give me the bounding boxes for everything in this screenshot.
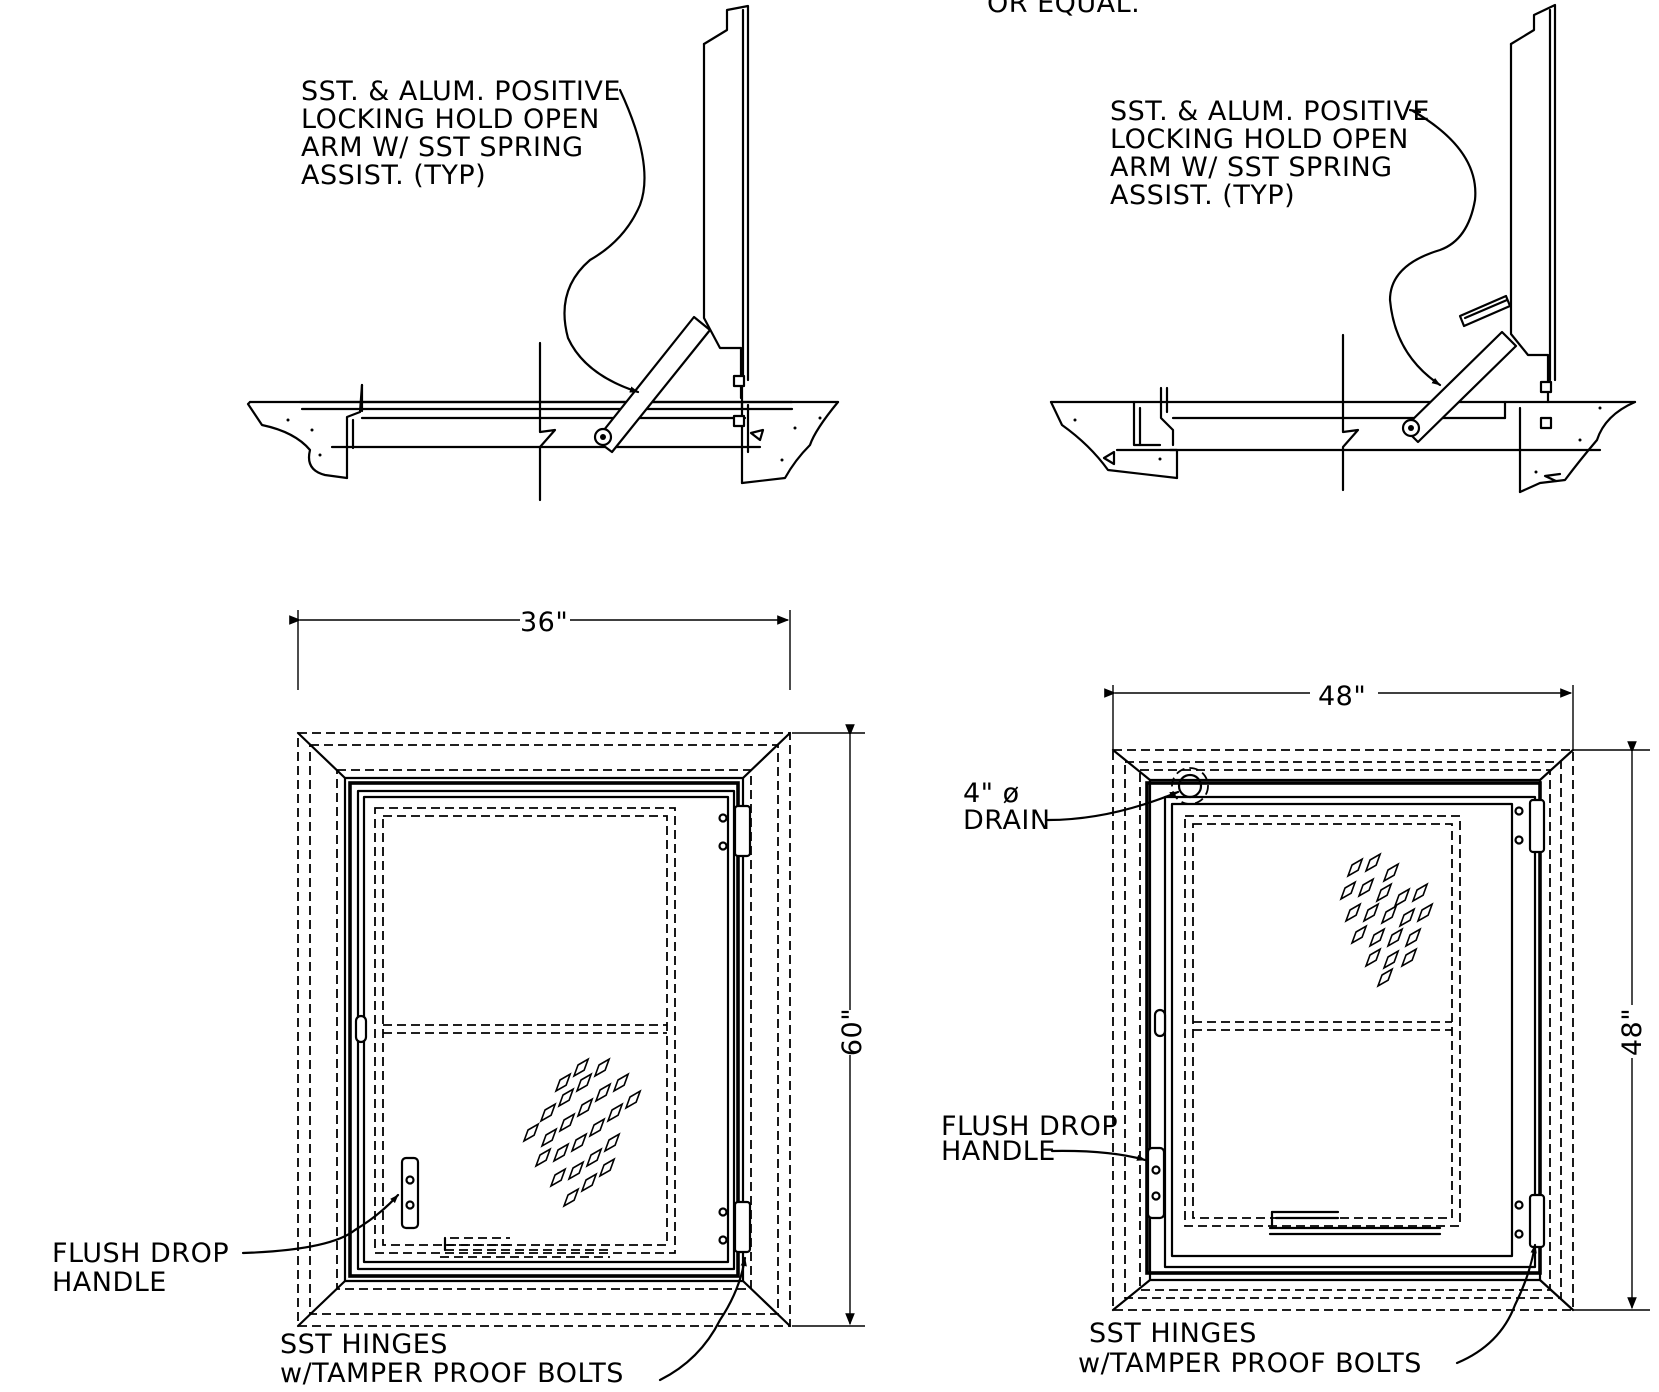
- handle-note-right-line1: FLUSH DROP: [941, 1111, 1118, 1142]
- handle-note-left: FLUSH DROP HANDLE: [52, 1238, 229, 1298]
- handle-note-right-line2: HANDLE: [941, 1136, 1056, 1167]
- drain-note-line2: DRAIN: [963, 805, 1051, 836]
- drain-note-line1: 4" ø: [963, 778, 1020, 809]
- section-view-left: [246, 4, 840, 502]
- hinge-note-left-line2: w/TAMPER PROOF BOLTS: [280, 1358, 624, 1389]
- plan-view-left: 36" 60": [241, 607, 868, 1382]
- handle-note-left-line2: HANDLE: [52, 1267, 167, 1298]
- hinge-note-left-line1: SST HINGES: [280, 1329, 448, 1360]
- note-or-equal: OR EQUAL.: [987, 0, 1140, 19]
- diamond-plate-pattern: [1337, 850, 1436, 990]
- handle-note-right: FLUSH DROP HANDLE: [941, 1111, 1118, 1167]
- handle-note-left-line1: FLUSH DROP: [52, 1238, 229, 1269]
- dim-width-right: 48": [1318, 681, 1366, 712]
- arm-note-left-line3: ARM W/ SST SPRING: [301, 132, 584, 163]
- section-view-right: [1049, 3, 1637, 494]
- drain-note: 4" ø DRAIN: [963, 778, 1051, 836]
- arm-note-right: SST. & ALUM. POSITIVE LOCKING HOLD OPEN …: [1110, 96, 1430, 211]
- arm-note-right-line1: SST. & ALUM. POSITIVE: [1110, 96, 1430, 127]
- dim-height-right: 48": [1617, 1008, 1648, 1056]
- hinge-note-right-line1: SST HINGES: [1089, 1318, 1257, 1349]
- arm-note-left: SST. & ALUM. POSITIVE LOCKING HOLD OPEN …: [301, 76, 621, 191]
- arm-note-right-line3: ARM W/ SST SPRING: [1110, 152, 1393, 183]
- plan-view-right: 48" 48": [1046, 681, 1650, 1365]
- arm-note-left-line1: SST. & ALUM. POSITIVE: [301, 76, 621, 107]
- dim-height-left: 60": [837, 1008, 868, 1056]
- dim-width-left: 36": [520, 607, 568, 638]
- arm-note-left-line2: LOCKING HOLD OPEN: [301, 104, 600, 135]
- arm-note-right-line2: LOCKING HOLD OPEN: [1110, 124, 1409, 155]
- hinge-note-right-line2: w/TAMPER PROOF BOLTS: [1078, 1348, 1422, 1379]
- arm-note-right-line4: ASSIST. (TYP): [1110, 180, 1295, 211]
- diamond-plate-pattern: [520, 1055, 644, 1210]
- arm-note-left-line4: ASSIST. (TYP): [301, 160, 486, 191]
- hinge-note-left: SST HINGES w/TAMPER PROOF BOLTS: [280, 1329, 624, 1389]
- hinge-note-right: SST HINGES w/TAMPER PROOF BOLTS: [1078, 1318, 1422, 1379]
